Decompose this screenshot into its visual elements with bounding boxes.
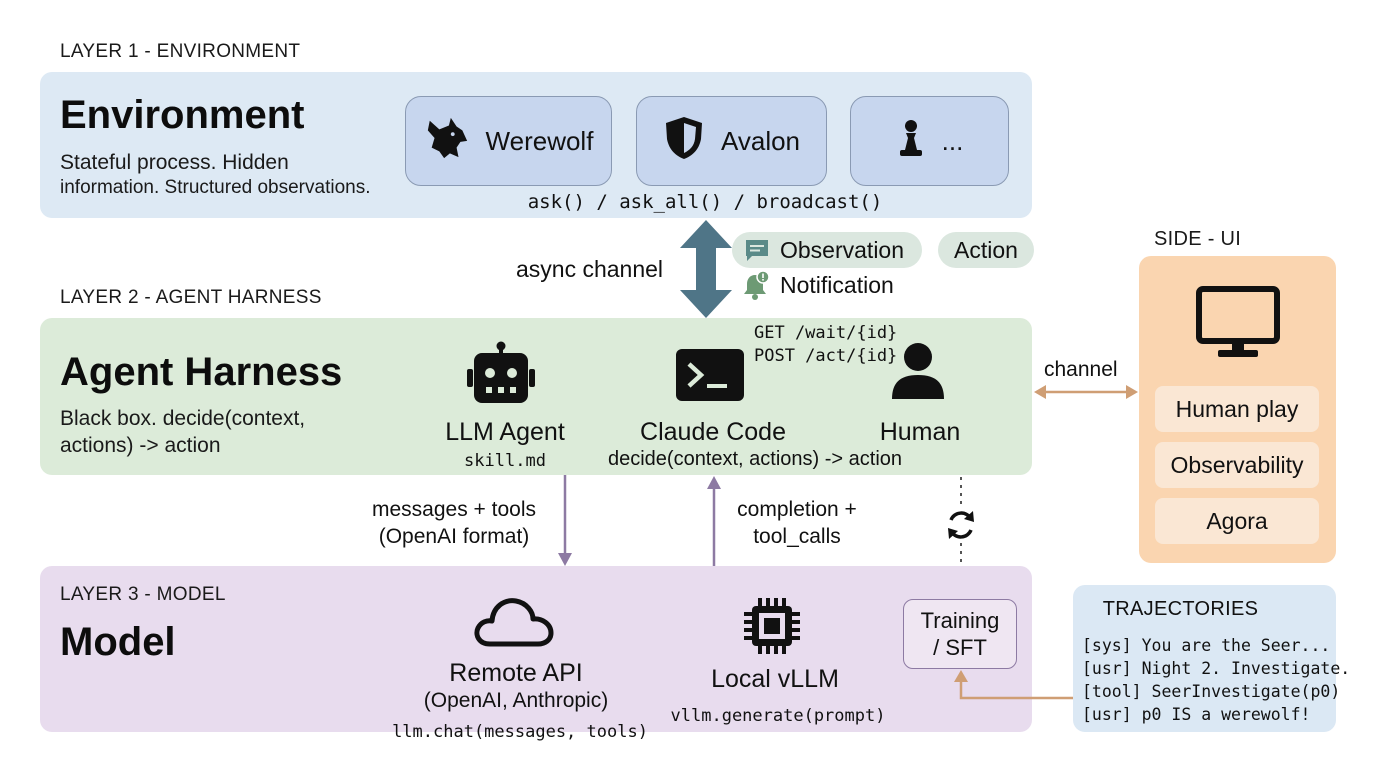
robot-icon	[467, 341, 535, 403]
completion-flow-line2: tool_calls	[753, 525, 841, 548]
game-card-label: Avalon	[720, 125, 801, 156]
chess-pawn-icon	[896, 118, 926, 165]
game-card-label: ...	[941, 125, 964, 156]
messages-flow-line2: (OpenAI format)	[378, 525, 530, 548]
async-channel-label: async channel	[516, 256, 664, 282]
model-panel	[40, 566, 1032, 732]
claude-code-sub: decide(context, actions) -> action	[607, 448, 903, 470]
observation-pill: Observation	[732, 232, 922, 268]
trajectory-line: [usr] Night 2. Investigate.	[1082, 659, 1351, 678]
trajectories-log: [sys] You are the Seer... [usr] Night 2.…	[1082, 634, 1350, 726]
trajectories-arrow	[954, 670, 1074, 700]
action-pill: Action	[938, 232, 1034, 268]
cloud-icon	[474, 598, 554, 647]
local-vllm-label: Local vLLM	[711, 665, 839, 693]
agent-harness-desc-line2: actions) -> action	[60, 434, 221, 457]
environment-api: ask() / ask_all() / broadcast()	[527, 191, 883, 213]
training-line2: / SFT	[933, 635, 987, 660]
chat-message-icon	[744, 237, 770, 263]
environment-title: Environment	[60, 93, 305, 137]
remote-api-label: Remote API	[449, 659, 583, 687]
side-channel-label: channel	[1044, 358, 1118, 381]
layer3-label: LAYER 3 - MODEL	[60, 584, 226, 605]
completion-flow-label: completion + tool_calls	[722, 496, 872, 550]
claude-code-label: Claude Code	[640, 418, 786, 446]
side-ui-item-human-play[interactable]: Human play	[1155, 386, 1319, 432]
person-icon	[892, 343, 944, 399]
side-ui-item-observability[interactable]: Observability	[1155, 442, 1319, 488]
completion-up-arrow	[707, 476, 721, 567]
side-channel-arrow	[1034, 385, 1138, 399]
llm-agent-label: LLM Agent	[445, 418, 565, 446]
side-ui-item-agora[interactable]: Agora	[1155, 498, 1319, 544]
agent-harness-desc-line1: Black box. decide(context,	[60, 407, 306, 430]
llm-agent-sub: skill.md	[464, 451, 546, 471]
trajectories-title: TRAJECTORIES	[1102, 598, 1259, 620]
action-label: Action	[954, 236, 1018, 263]
wolf-icon	[424, 115, 470, 168]
completion-flow-line1: completion +	[737, 498, 857, 521]
game-card-label: Werewolf	[485, 125, 594, 156]
chip-icon	[744, 598, 800, 654]
human-label: Human	[879, 418, 961, 446]
local-vllm-code: vllm.generate(prompt)	[670, 706, 886, 726]
remote-api-sub: (OpenAI, Anthropic)	[423, 689, 609, 712]
shield-icon	[663, 115, 705, 168]
remote-api-code: llm.chat(messages, tools)	[392, 722, 648, 742]
training-line1: Training	[920, 608, 1000, 633]
messages-flow-label: messages + tools (OpenAI format)	[356, 496, 552, 550]
environment-desc-line1: Stateful process. Hidden	[60, 151, 289, 174]
layer1-label: LAYER 1 - ENVIRONMENT	[60, 41, 301, 62]
notification-item: Notification	[742, 270, 894, 300]
notification-label: Notification	[780, 271, 894, 298]
model-title: Model	[60, 620, 176, 664]
agent-harness-title: Agent Harness	[60, 350, 343, 394]
training-sft-box[interactable]: Training / SFT	[903, 599, 1017, 669]
trajectory-line: [sys] You are the Seer...	[1082, 636, 1331, 655]
endpoint-get: GET /wait/{id}	[754, 323, 898, 343]
agent-harness-panel	[40, 318, 1032, 475]
game-card-more[interactable]: ...	[850, 96, 1009, 186]
observation-label: Observation	[780, 236, 905, 263]
trajectories-panel	[1073, 585, 1336, 732]
async-channel-arrow	[680, 220, 732, 318]
side-ui-label: SIDE - UI	[1154, 228, 1242, 250]
game-card-avalon[interactable]: Avalon	[636, 96, 827, 186]
environment-desc-line2: information. Structured observations.	[60, 177, 371, 198]
bell-icon	[742, 270, 770, 300]
messages-down-arrow	[558, 475, 572, 566]
refresh-icon	[948, 511, 974, 539]
trajectory-line: [usr] p0 IS a werewolf!	[1082, 705, 1311, 724]
terminal-icon	[676, 349, 744, 401]
trajectory-line: [tool] SeerInvestigate(p0)	[1082, 682, 1341, 701]
monitor-icon	[1196, 286, 1280, 357]
game-card-werewolf[interactable]: Werewolf	[405, 96, 612, 186]
endpoint-post: POST /act/{id}	[754, 346, 898, 366]
layer2-label: LAYER 2 - AGENT HARNESS	[60, 287, 322, 308]
harness-endpoints: GET /wait/{id} POST /act/{id}	[754, 322, 897, 368]
messages-flow-line1: messages + tools	[371, 498, 536, 521]
